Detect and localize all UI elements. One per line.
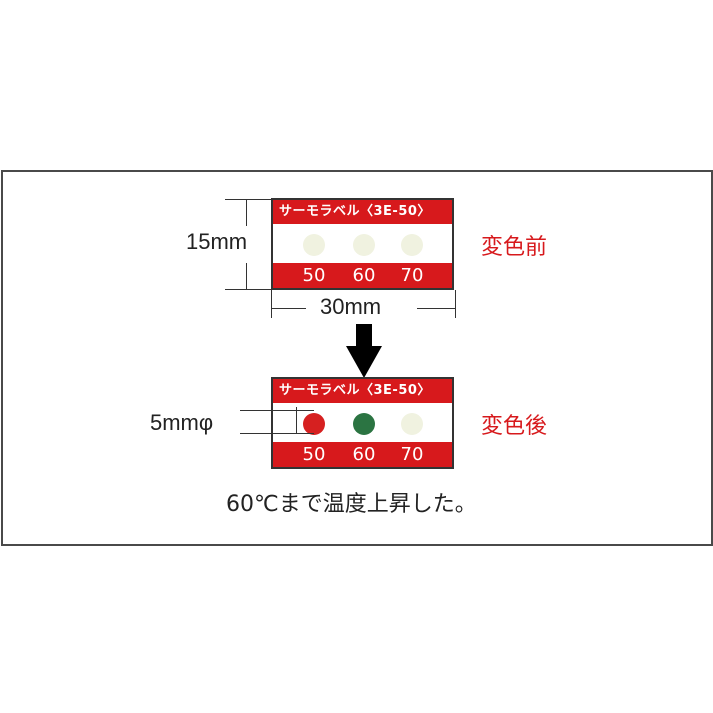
dot-60-changed-green [353, 413, 375, 435]
dim-line-top [225, 199, 271, 200]
dim-line-vertical-upper [246, 199, 247, 226]
state-after-label: 変色後 [481, 414, 548, 439]
label-title-band: サーモラベル〈3E-50〉 [273, 200, 452, 224]
temperature-band: 50 60 70 [273, 263, 452, 288]
caption: 60℃まで温度上昇した。 [226, 492, 477, 517]
dot-dim-line-top [240, 410, 314, 411]
dot-70-unchanged [401, 234, 423, 256]
dim-line-bottom [225, 289, 271, 290]
width-dim-tick-left [271, 290, 272, 318]
width-dim-tick-right [455, 290, 456, 318]
dot-60-unchanged [353, 234, 375, 256]
width-dim-line-left [271, 308, 306, 309]
dim-line-vertical-lower [246, 263, 247, 290]
dot-50-unchanged [303, 234, 325, 256]
thermo-label-before: サーモラベル〈3E-50〉 50 60 70 [271, 198, 454, 290]
temp-60: 60 [352, 265, 376, 286]
temperature-band: 50 60 70 [273, 442, 452, 467]
dot-70-unchanged [401, 413, 423, 435]
temp-50: 50 [302, 444, 326, 465]
temp-60: 60 [352, 444, 376, 465]
dot-dim-line-bottom [240, 433, 314, 434]
state-before-label: 変色前 [481, 235, 548, 260]
dot-50-changed-red [303, 413, 325, 435]
arrow-down-icon [346, 324, 382, 382]
dot-diameter-label: 5mmφ [150, 410, 214, 435]
dot-dim-tick [296, 407, 297, 434]
temp-50: 50 [302, 265, 326, 286]
height-dimension-label: 15mm [186, 229, 248, 254]
thermo-label-after: サーモラベル〈3E-50〉 50 60 70 [271, 377, 454, 469]
width-dimension-label: 30mm [320, 294, 382, 319]
temp-70: 70 [400, 265, 424, 286]
temp-70: 70 [400, 444, 424, 465]
label-title-band: サーモラベル〈3E-50〉 [273, 379, 452, 403]
width-dim-line-right [417, 308, 455, 309]
